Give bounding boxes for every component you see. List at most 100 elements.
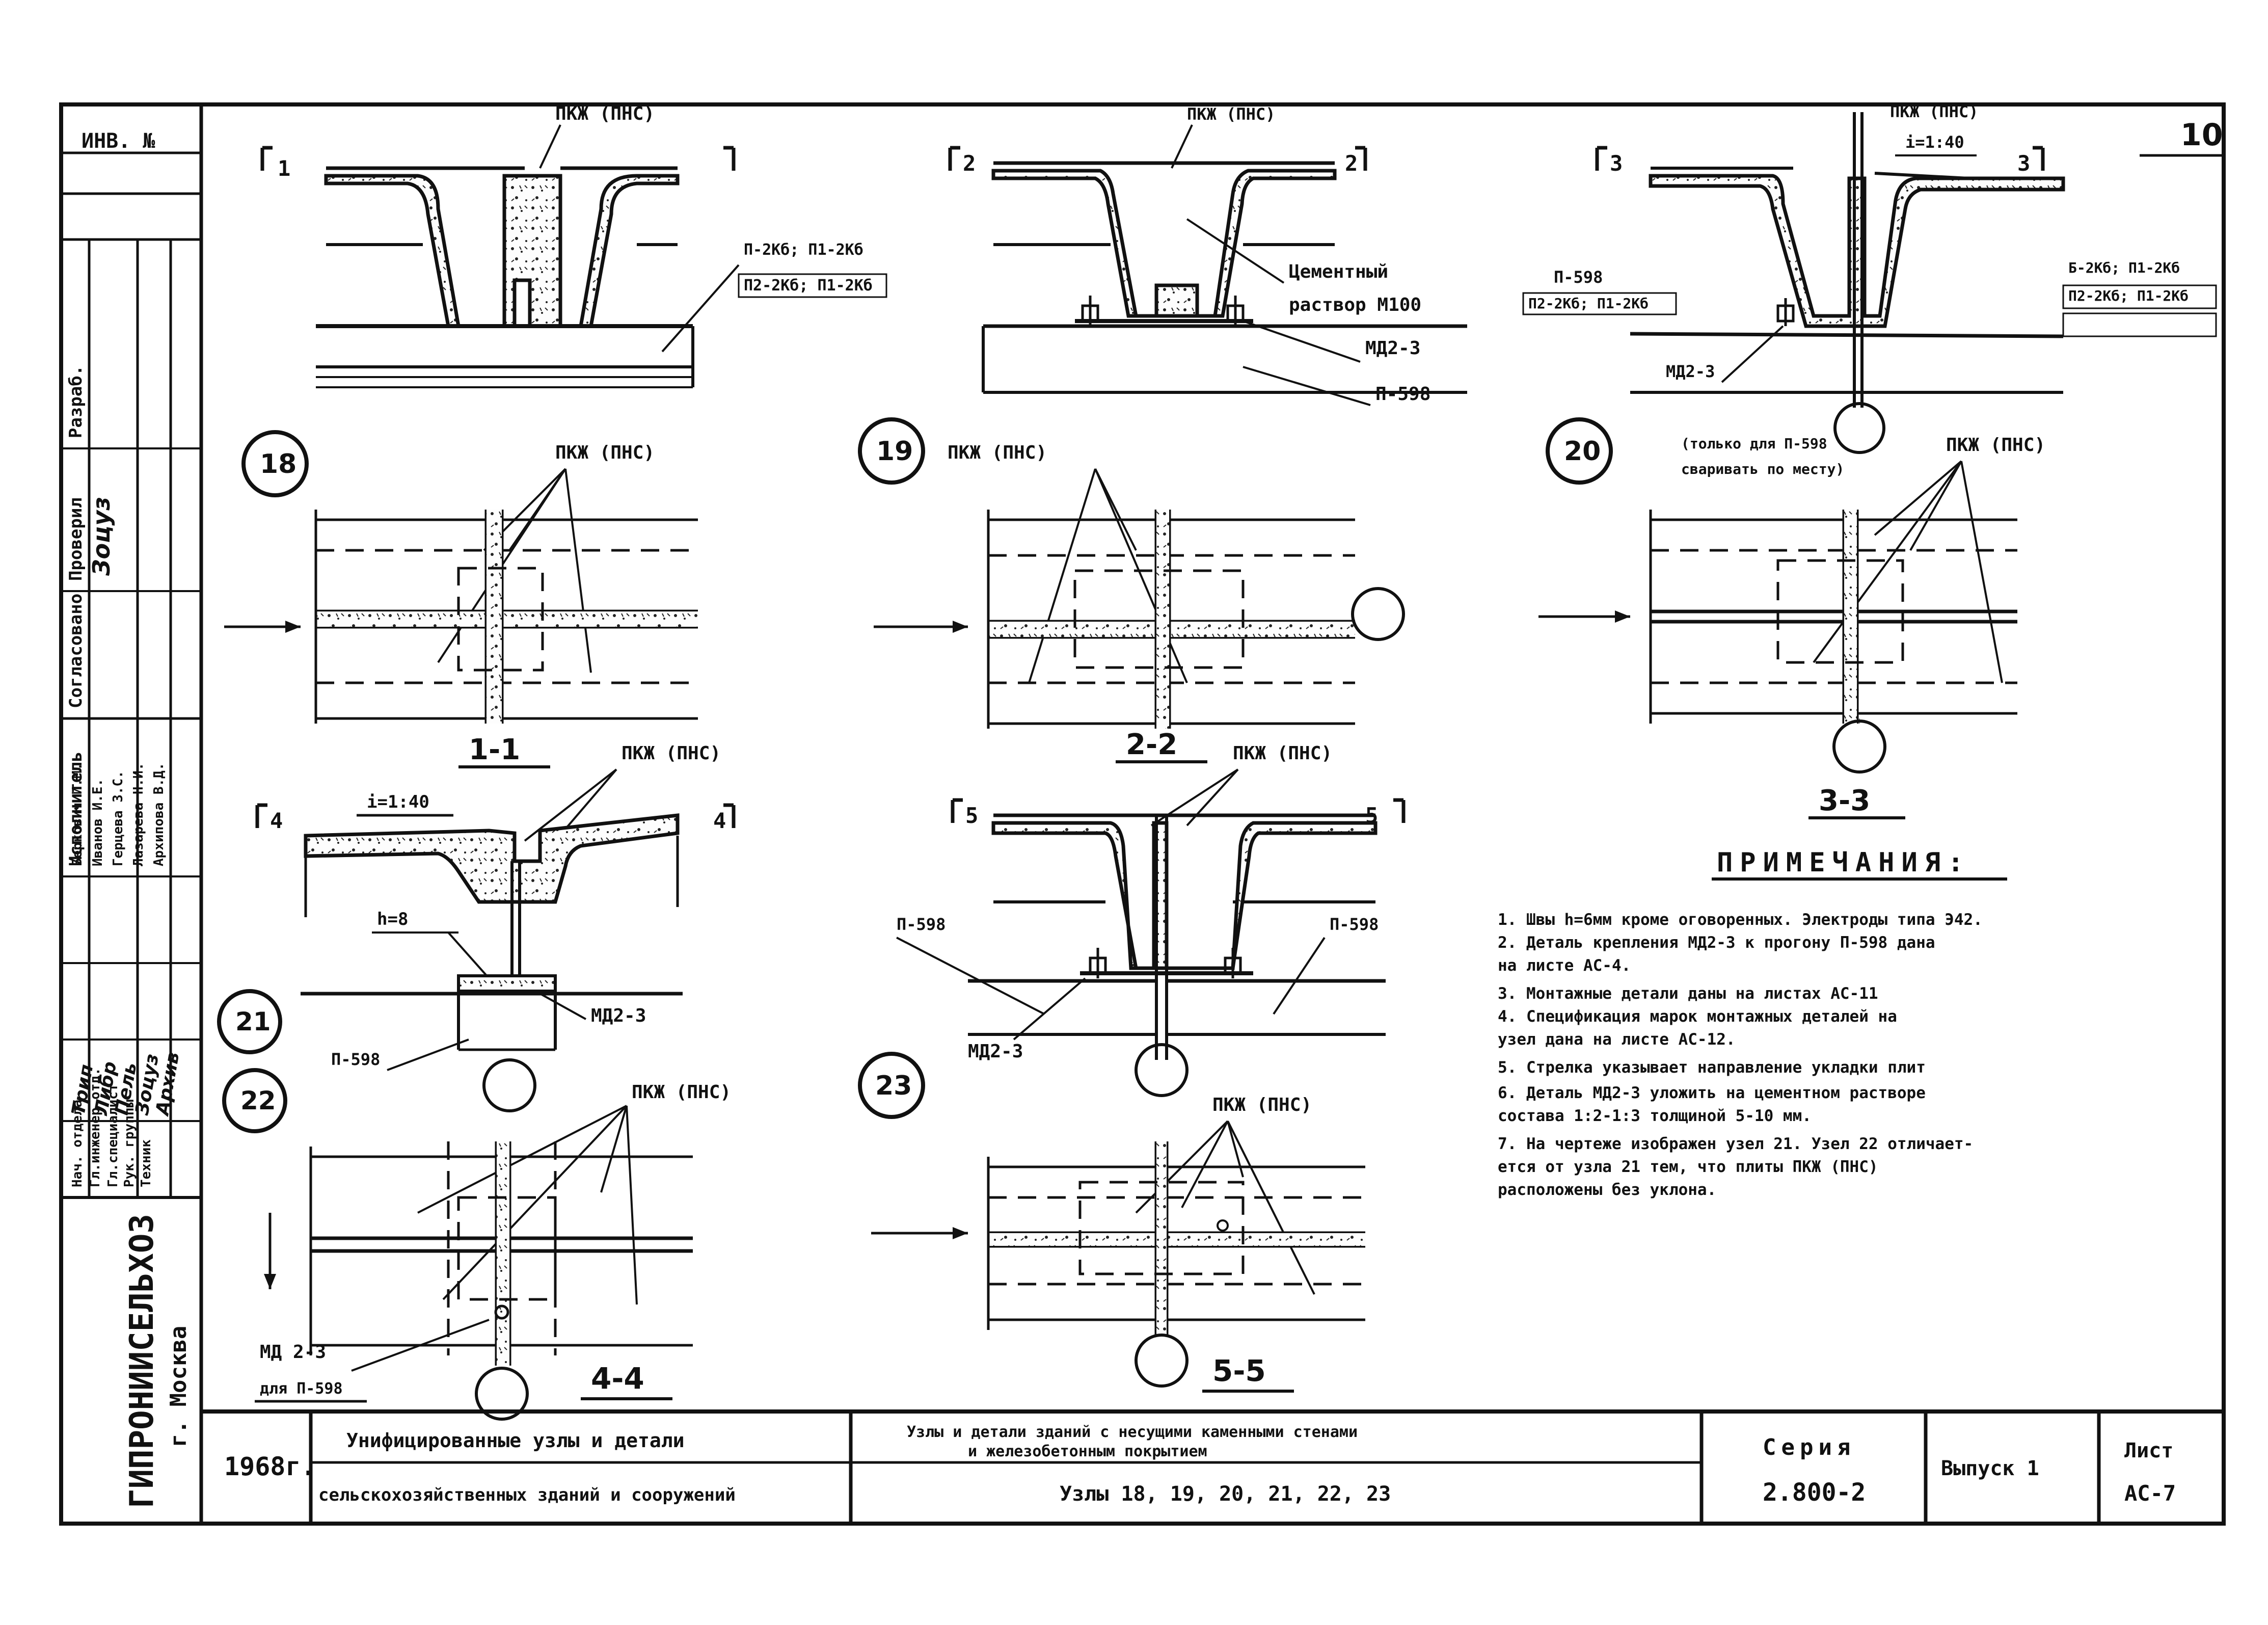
label-md23-s3: МД2-3 — [1666, 362, 1715, 381]
label-p598-s3: П-598 — [1554, 268, 1603, 287]
note-5: 5. Стрелка указывает направление укладки… — [1498, 1058, 1926, 1077]
role-3: Гл.специалист — [105, 1084, 121, 1188]
notes-title: ПРИМЕЧАНИЯ: — [1717, 847, 1970, 878]
note-1: 1. Швы h=6мм кроме оговоренных. Электрод… — [1498, 911, 1983, 929]
label-only-p598: (только для П-598 — [1681, 435, 1827, 452]
note-7b: ется от узла 21 тем, что плиты ПКЖ (ПНС) — [1498, 1158, 1878, 1176]
cut-2-right: 2 — [1345, 151, 1358, 176]
title-nodes: Узлы 18, 19, 20, 21, 22, 23 — [1060, 1482, 1391, 1506]
name-5: Архипова В.Д. — [151, 763, 167, 867]
plan-5-5: ПКЖ (ПНС) 5-5 — [871, 1095, 1365, 1393]
name-3: Герцева З.С. — [111, 770, 126, 866]
node-22-marker: 22 — [222, 1068, 287, 1133]
cut-4-right: 4 — [713, 808, 726, 833]
section-label-2-2: 2-2 — [1126, 728, 1177, 761]
node-20-marker: 20 — [1546, 417, 1613, 485]
cut-1-left: 1 — [278, 156, 290, 181]
role-1: Нач. отдела — [70, 1100, 85, 1187]
title-line-1: Унифицированные узлы и детали — [346, 1429, 684, 1452]
label-cement: Цементный — [1289, 261, 1388, 282]
label-md23-s5: МД2-3 — [968, 1041, 1023, 1062]
svg-text:18: 18 — [260, 449, 296, 479]
node-21-marker: 21 — [217, 989, 282, 1054]
name-1: Беркович И.М. — [70, 763, 85, 867]
title-line-2: сельскохозяйственных зданий и сооружений — [318, 1485, 736, 1505]
label-p-spec-s1: П-2Кб; П1-2Кб — [744, 241, 863, 259]
label-md23-plan4: МД 2-3 — [260, 1342, 326, 1363]
title-block: 1968г. Унифицированные узлы и детали сел… — [201, 1409, 2224, 1524]
stamp-col-3: Согласовано — [66, 594, 86, 708]
plan-1-1: ПКЖ (ПНС) 1-1 — [224, 442, 698, 768]
svg-text:22: 22 — [240, 1086, 276, 1115]
label-pkzh-plan2: ПКЖ (ПНС) — [948, 442, 1047, 463]
label-p598-s5-left: П-598 — [897, 915, 946, 934]
series-label: Серия — [1763, 1434, 1855, 1460]
label-pkzh-plan5: ПКЖ (ПНС) — [1212, 1095, 1312, 1115]
notes-block: ПРИМЕЧАНИЯ: 1. Швы h=6мм кроме оговоренн… — [1498, 847, 2007, 1199]
label-p-spec2-s1: П2-2Кб; П1-2Кб — [744, 277, 873, 295]
label-pkzh-s1: ПКЖ (ПНС) — [555, 103, 655, 124]
cut-3-right: 3 — [2017, 151, 2030, 176]
note-3: 3. Монтажные детали даны на листах АС-11 — [1498, 984, 1878, 1003]
inventory-number: ИНВ. № — [82, 129, 155, 153]
note-2: 2. Деталь крепления МД2-3 к прогону П-59… — [1498, 934, 1935, 952]
section-label-3-3: 3-3 — [1819, 784, 1870, 817]
label-pkzh-plan3: ПКЖ (ПНС) — [1946, 435, 2045, 456]
sheet-frame — [59, 102, 2226, 1526]
node-19-marker: 19 — [858, 417, 925, 485]
plan-2-2: ПКЖ (ПНС) 2-2 — [874, 442, 1405, 763]
label-pkzh-plan1: ПКЖ (ПНС) — [555, 442, 655, 463]
section-label-1-1: 1-1 — [469, 733, 520, 766]
label-pkzh-s3: ПКЖ (ПНС) — [1890, 102, 1978, 121]
label-md23-s2: МД2-3 — [1365, 338, 1420, 359]
label-pkzh-s4: ПКЖ (ПНС) — [622, 743, 721, 764]
label-pspec-r2-s3: П2-2Кб; П1-2Кб — [2068, 287, 2189, 304]
role-4: Рук. группы — [122, 1099, 137, 1187]
label-p598-s5-right: П-598 — [1330, 915, 1379, 934]
node-18-marker: 18 — [241, 430, 309, 497]
note-7c: расположены без уклона. — [1498, 1181, 1716, 1199]
name-2: Иванов И.Е. — [90, 779, 105, 866]
label-p598-s2: П-598 — [1375, 384, 1430, 405]
sheet-label: Лист — [2124, 1439, 2173, 1462]
svg-text:19: 19 — [876, 436, 913, 467]
section-label-5-5: 5-5 — [1212, 1353, 1266, 1388]
note-2b: на листе АС-4. — [1498, 956, 1631, 975]
plan-3-3: ПКЖ (ПНС) 3-3 — [1538, 435, 2045, 819]
section-label-4-4: 4-4 — [591, 1361, 644, 1396]
cut-4-left: 4 — [270, 808, 283, 833]
title-subject-2: и железобетонным покрытием — [968, 1443, 1207, 1460]
cut-3-left: 3 — [1610, 151, 1623, 176]
section-1-1-elevation: 1 ПКЖ (ПНС) П-2Кб; П1-2Кб П2-2Кб; П1-2Кб — [260, 103, 887, 388]
section-5-5-elevation: 5 5 ПКЖ (ПНС) П-598 П-598 МД2-3 — [896, 743, 1406, 1097]
svg-text:23: 23 — [875, 1071, 912, 1101]
issue-label: Выпуск 1 — [1941, 1457, 2039, 1480]
sheet-number: 10 — [2180, 117, 2223, 153]
organization-city: г. Москва — [166, 1326, 192, 1447]
note-6b: состава 1:2-1:3 толщиной 5-10 мм. — [1498, 1107, 1812, 1125]
title-subject-1: Узлы и детали зданий с несущими каменным… — [907, 1423, 1358, 1441]
label-md23-s4: МД2-3 — [591, 1005, 646, 1026]
sheet-value: АС-7 — [2124, 1481, 2176, 1506]
note-6: 6. Деталь МД2-3 уложить на цементном рас… — [1498, 1084, 1926, 1102]
title-year: 1968г. — [224, 1452, 316, 1481]
stamp-col-2: Проверил — [66, 497, 86, 581]
series-value: 2.800-2 — [1763, 1478, 1866, 1507]
label-slope-s4: i=1:40 — [367, 792, 429, 812]
svg-text:20: 20 — [1564, 436, 1601, 467]
label-pkzh-plan4: ПКЖ (ПНС) — [632, 1082, 731, 1103]
label-for-p598: для П-598 — [260, 1380, 343, 1398]
note-4: 4. Спецификация марок монтажных деталей … — [1498, 1007, 1897, 1026]
section-4-4-elevation: 4 4 i=1:40 ПКЖ (ПНС) h=8 МД2-3 П-598 — [255, 743, 736, 1112]
label-p598-s4: П-598 — [331, 1050, 380, 1069]
section-2-2-elevation: 2 2 ПКЖ (ПНС) Цементный раствор М100 МД2… — [948, 104, 1467, 406]
section-3-3-elevation: 3 3 ПКЖ (ПНС) i=1:40 П-598 П2-2Кб; П1-2К… — [1522, 102, 2217, 477]
plan-4-4: ПКЖ (ПНС) МД 2-3 для П-598 4-4 — [255, 1082, 731, 1421]
stamp-col-1: Разраб. — [66, 365, 86, 438]
cut-2-left: 2 — [963, 151, 976, 176]
svg-text:21: 21 — [235, 1007, 271, 1036]
note-4b: узел дана на листе АС-12. — [1498, 1030, 1736, 1049]
label-pspec-s3: П2-2Кб; П1-2Кб — [1528, 295, 1649, 312]
label-pspec-r-s3: Б-2Кб; П1-2Кб — [2068, 259, 2180, 276]
